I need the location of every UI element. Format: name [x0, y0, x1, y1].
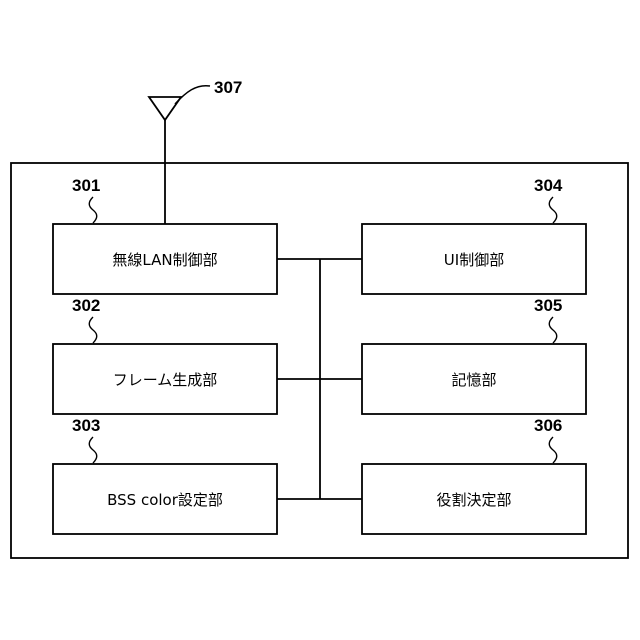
block-bss-color-setting: BSS color設定部: [53, 464, 277, 534]
bus-lines: [277, 259, 362, 499]
antenna-leader: [175, 86, 210, 104]
block-wireless-lan-control: 無線LAN制御部: [53, 224, 277, 294]
ref-304: 304: [534, 176, 563, 195]
block-label: 役割決定部: [436, 491, 511, 509]
block-label: 記憶部: [451, 371, 496, 389]
ref-305: 305: [534, 296, 562, 315]
block-storage: 記憶部: [362, 344, 586, 414]
ref-303: 303: [72, 416, 100, 435]
block-label: BSS color設定部: [107, 491, 223, 509]
block-frame-generation: フレーム生成部: [53, 344, 277, 414]
block-role-determination: 役割決定部: [362, 464, 586, 534]
block-label: フレーム生成部: [113, 371, 218, 389]
block-ui-control: UI制御部: [362, 224, 586, 294]
block-label: 無線LAN制御部: [112, 251, 217, 269]
ref-306: 306: [534, 416, 562, 435]
ref-301: 301: [72, 176, 100, 195]
antenna-ref-label: 307: [214, 78, 242, 97]
ref-302: 302: [72, 296, 100, 315]
block-label: UI制御部: [444, 251, 504, 269]
antenna-icon: [149, 97, 181, 224]
